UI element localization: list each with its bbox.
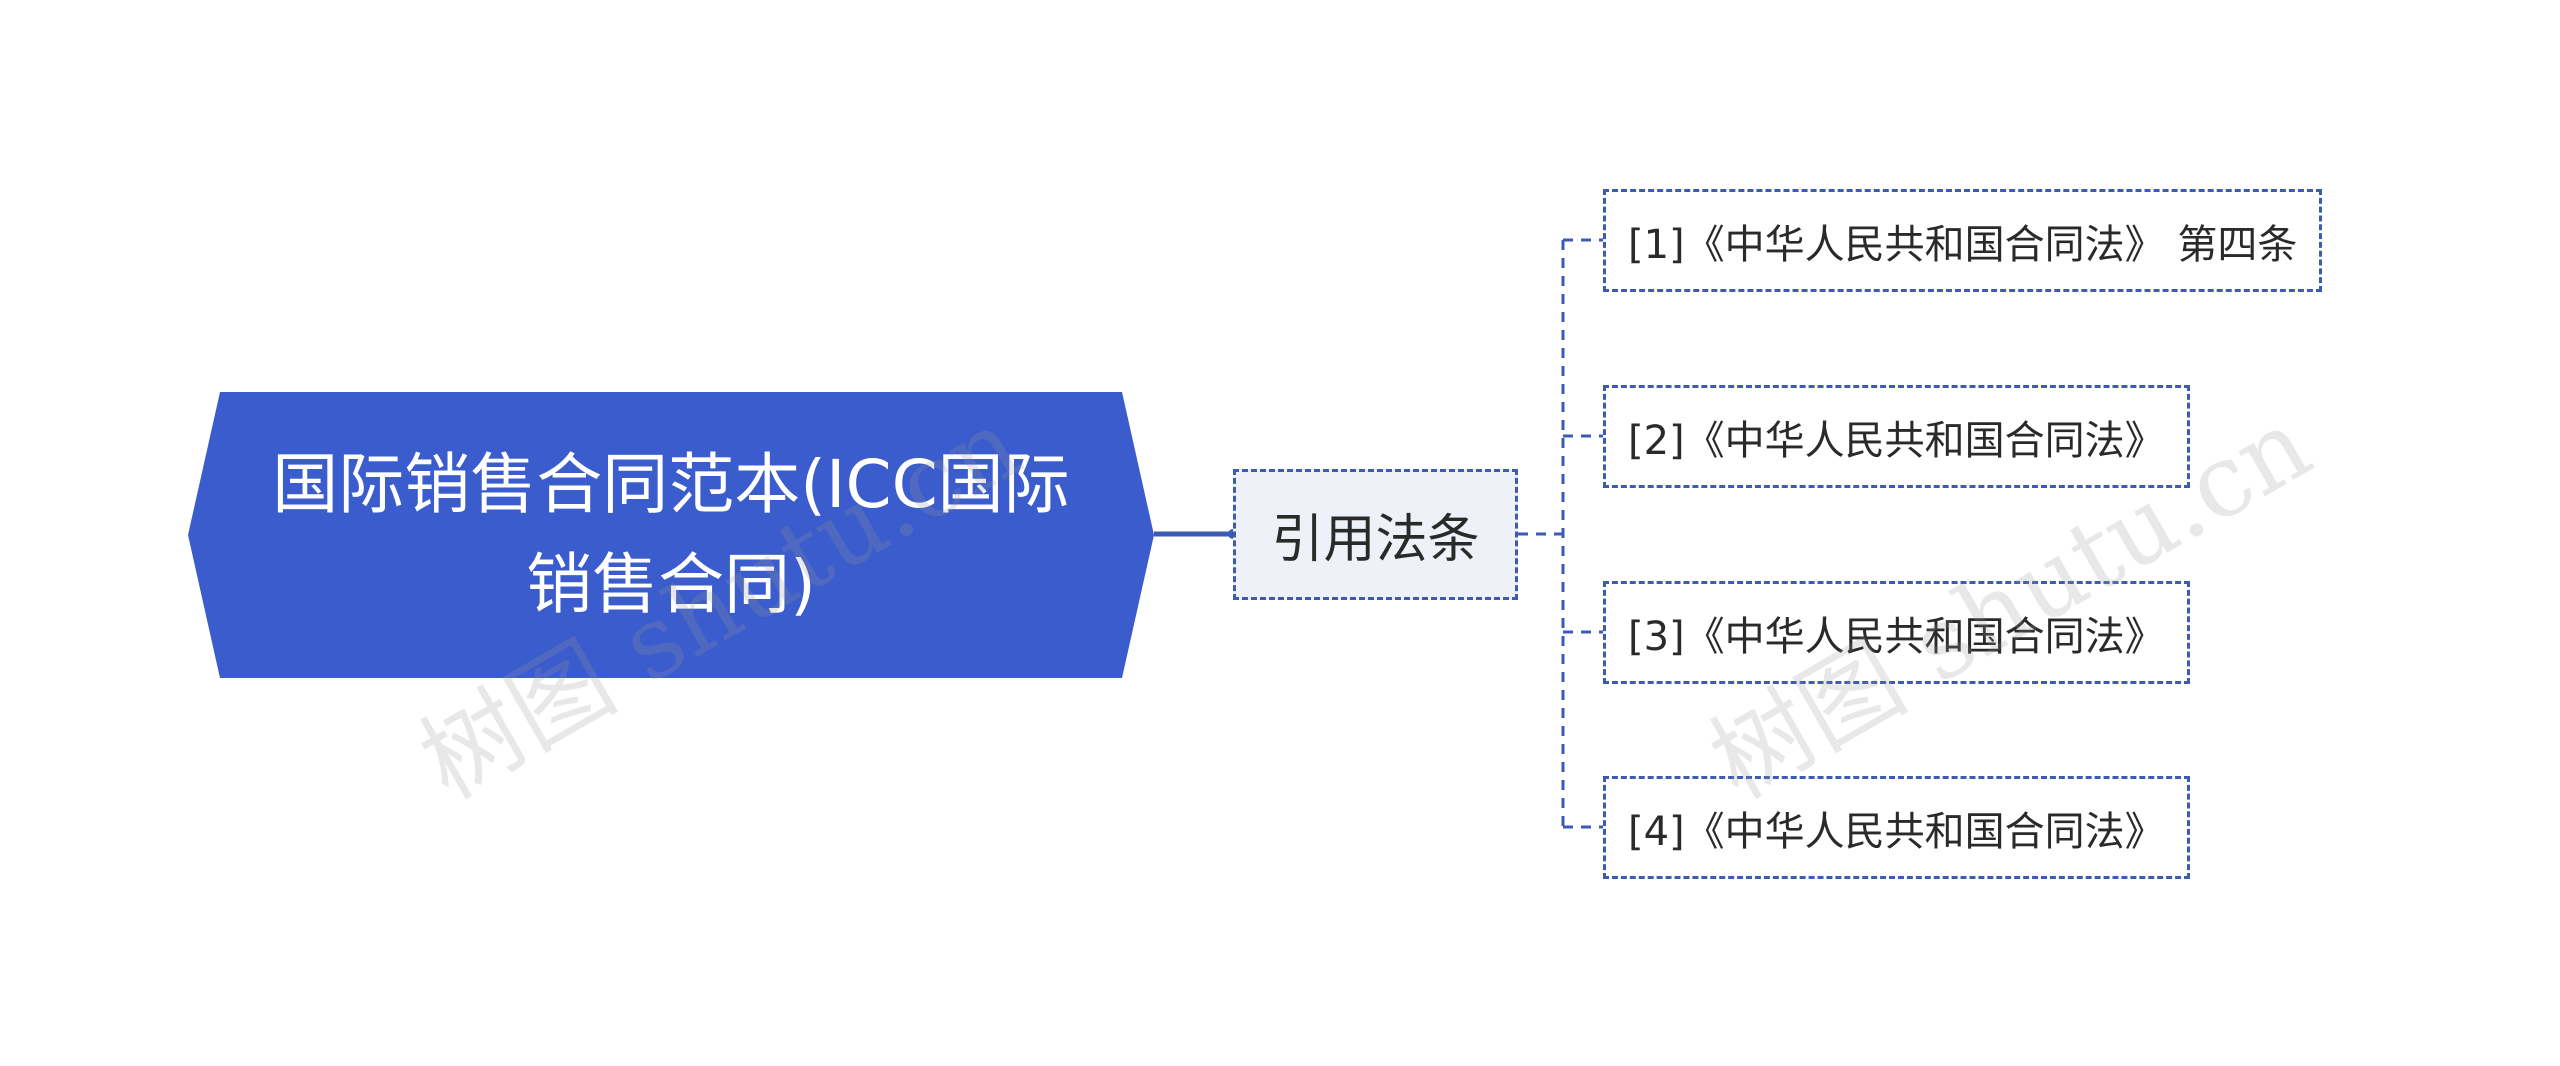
leaf-topic-label: [2]《中华人民共和国合同法》 — [1628, 417, 2165, 464]
leaf-topic-label: [4]《中华人民共和国合同法》 — [1628, 808, 2165, 855]
leaf-topic-2[interactable]: [2]《中华人民共和国合同法》 — [1603, 385, 2190, 488]
root-topic[interactable]: 国际销售合同范本(ICC国际销售合同) — [188, 392, 1154, 678]
leaf-topic-3[interactable]: [3]《中华人民共和国合同法》 — [1603, 581, 2190, 684]
leaf-topic-1[interactable]: [1]《中华人民共和国合同法》 第四条 — [1603, 189, 2323, 292]
branch-topic-citations[interactable]: 引用法条 — [1233, 469, 1518, 600]
leaf-topic-label: [1]《中华人民共和国合同法》 第四条 — [1628, 221, 2298, 268]
branch-topic-label: 引用法条 — [1271, 510, 1480, 570]
leaf-topic-label: [3]《中华人民共和国合同法》 — [1628, 613, 2165, 660]
leaf-topic-4[interactable]: [4]《中华人民共和国合同法》 — [1603, 776, 2190, 879]
root-hexagon-shape — [188, 392, 1154, 678]
root-topic-label: 国际销售合同范本(ICC国际销售合同) — [272, 446, 1070, 623]
